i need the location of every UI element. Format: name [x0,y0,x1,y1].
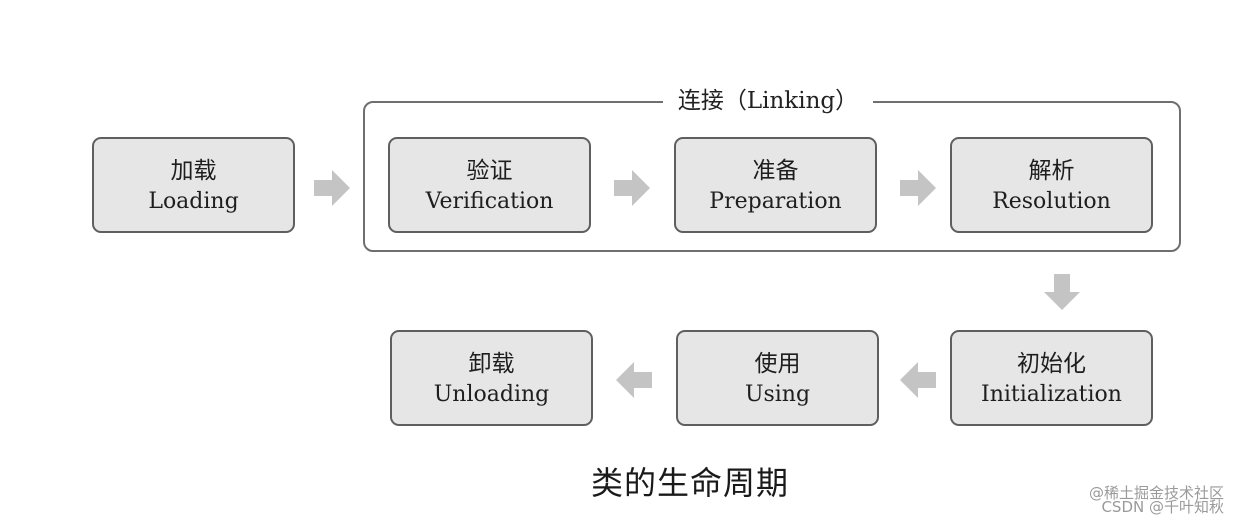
arrow-left-icon [616,362,652,398]
watermark-juejin: @稀土掘金技术社区 [1088,484,1224,502]
stage-initialization-zh: 初始化 [1017,351,1086,377]
stage-resolution-en: Resolution [992,189,1111,214]
stage-preparation-zh: 准备 [752,158,799,184]
arrow-down-icon [1044,274,1080,310]
diagram-caption: 类的生命周期 [590,464,789,502]
stage-unloading: 卸载 Unloading [390,330,593,426]
stage-using: 使用 Using [676,330,879,426]
stage-loading-zh: 加载 [170,158,217,184]
stage-initialization-en: Initialization [981,382,1122,407]
stage-preparation: 准备 Preparation [674,137,877,233]
stage-unloading-zh: 卸载 [468,351,515,377]
stage-resolution-zh: 解析 [1028,158,1075,184]
stage-verification: 验证 Verification [388,137,591,233]
watermark-csdn: CSDN @千叶知秋 [1101,498,1224,516]
stage-unloading-en: Unloading [433,382,550,407]
stage-initialization: 初始化 Initialization [950,330,1153,426]
stage-loading: 加载 Loading [92,137,295,233]
stage-loading-en: Loading [148,189,239,214]
arrow-right-icon [900,170,936,206]
arrow-left-icon [900,362,936,398]
arrow-right-icon [314,170,350,206]
stage-using-zh: 使用 [754,351,801,377]
stage-verification-en: Verification [425,189,554,214]
stage-resolution: 解析 Resolution [950,137,1153,233]
stage-using-en: Using [744,382,811,407]
stage-verification-zh: 验证 [466,158,513,184]
arrow-right-icon [614,170,650,206]
linking-group-title: 连接（Linking） [663,86,873,116]
stage-preparation-en: Preparation [709,189,842,214]
